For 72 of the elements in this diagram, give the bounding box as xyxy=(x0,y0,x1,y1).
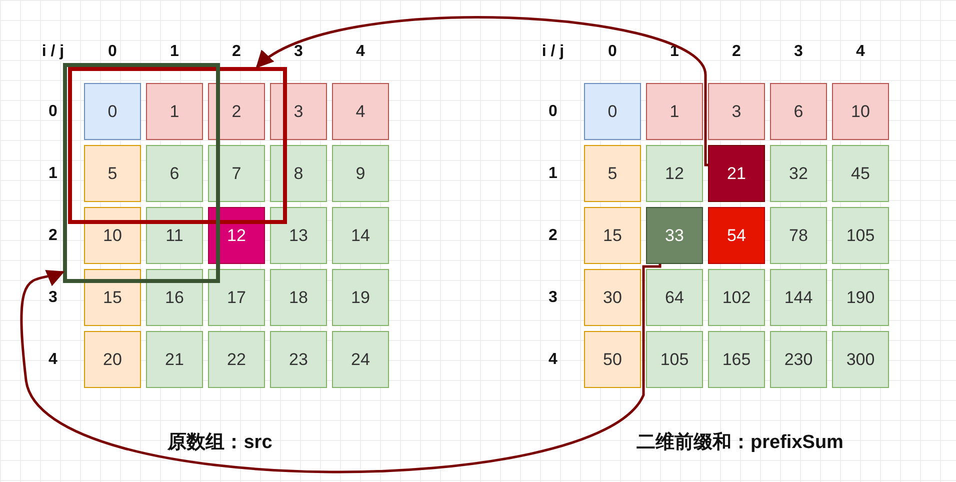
grid-cell: 21 xyxy=(708,145,765,202)
grid-cell: 18 xyxy=(270,269,327,326)
curved-arrow xyxy=(256,16,710,166)
grid-title: 二维前缀和：prefixSum xyxy=(636,430,844,455)
row-index: 0 xyxy=(48,102,58,120)
column-index: 4 xyxy=(856,43,865,61)
grid-cell: 1 xyxy=(146,83,203,140)
curved-arrow xyxy=(20,262,662,474)
grid-cell: 0 xyxy=(584,83,641,140)
grid-cell: 230 xyxy=(770,331,827,388)
grid-cell: 23 xyxy=(270,331,327,388)
grid-cell: 32 xyxy=(770,145,827,202)
highlight-frame xyxy=(63,63,220,283)
grid-cell: 4 xyxy=(332,83,389,140)
grid-cell: 10 xyxy=(832,83,889,140)
column-index: 2 xyxy=(232,43,241,61)
column-index: 3 xyxy=(294,43,303,61)
grid-cell: 0 xyxy=(84,83,141,140)
grid-cell: 24 xyxy=(332,331,389,388)
grid-cell: 45 xyxy=(832,145,889,202)
grid-cell: 105 xyxy=(646,331,703,388)
axis-corner-label: i / j xyxy=(542,43,564,61)
grid-cell: 13 xyxy=(270,207,327,264)
grid-cell: 15 xyxy=(584,207,641,264)
grid-cell: 17 xyxy=(208,269,265,326)
grid-cell: 21 xyxy=(146,331,203,388)
grid-cell: 16 xyxy=(146,269,203,326)
grid-cell: 144 xyxy=(770,269,827,326)
row-index: 0 xyxy=(548,102,558,120)
grid-cell: 3 xyxy=(270,83,327,140)
grid-cell: 165 xyxy=(708,331,765,388)
row-index: 4 xyxy=(548,350,558,368)
grid-cell: 9 xyxy=(332,145,389,202)
grid-cell: 300 xyxy=(832,331,889,388)
grid-cell: 5 xyxy=(84,145,141,202)
grid-cell: 8 xyxy=(270,145,327,202)
highlight-frame xyxy=(68,67,287,224)
row-index: 3 xyxy=(548,288,558,306)
grid-cell: 102 xyxy=(708,269,765,326)
column-index: 2 xyxy=(732,43,741,61)
column-index: 1 xyxy=(170,43,179,61)
row-index: 1 xyxy=(48,164,58,182)
grid-cell: 30 xyxy=(584,269,641,326)
grid-cell: 20 xyxy=(84,331,141,388)
row-index: 2 xyxy=(48,226,58,244)
row-index: 3 xyxy=(48,288,58,306)
grid-cell: 190 xyxy=(832,269,889,326)
grid-cell: 5 xyxy=(584,145,641,202)
grid-cell: 14 xyxy=(332,207,389,264)
axis-corner-label: i / j xyxy=(42,43,64,61)
column-index: 3 xyxy=(794,43,803,61)
grid-cell: 1 xyxy=(646,83,703,140)
row-index: 1 xyxy=(548,164,558,182)
column-index: 0 xyxy=(608,43,617,61)
grid-cell: 54 xyxy=(708,207,765,264)
grid-cell: 33 xyxy=(646,207,703,264)
column-index: 4 xyxy=(356,43,365,61)
row-index: 2 xyxy=(548,226,558,244)
grid-cell: 78 xyxy=(770,207,827,264)
grid-cell: 6 xyxy=(770,83,827,140)
column-index: 0 xyxy=(108,43,117,61)
grid-cell: 6 xyxy=(146,145,203,202)
grid-cell: 22 xyxy=(208,331,265,388)
grid-cell: 3 xyxy=(708,83,765,140)
row-index: 4 xyxy=(48,350,58,368)
grid-cell: 19 xyxy=(332,269,389,326)
grid-title: 原数组：src xyxy=(168,431,272,455)
grid-cell: 105 xyxy=(832,207,889,264)
grid-cell: 15 xyxy=(84,269,141,326)
grid-cell: 64 xyxy=(646,269,703,326)
grid-cell: 50 xyxy=(584,331,641,388)
grid-cell: 12 xyxy=(646,145,703,202)
